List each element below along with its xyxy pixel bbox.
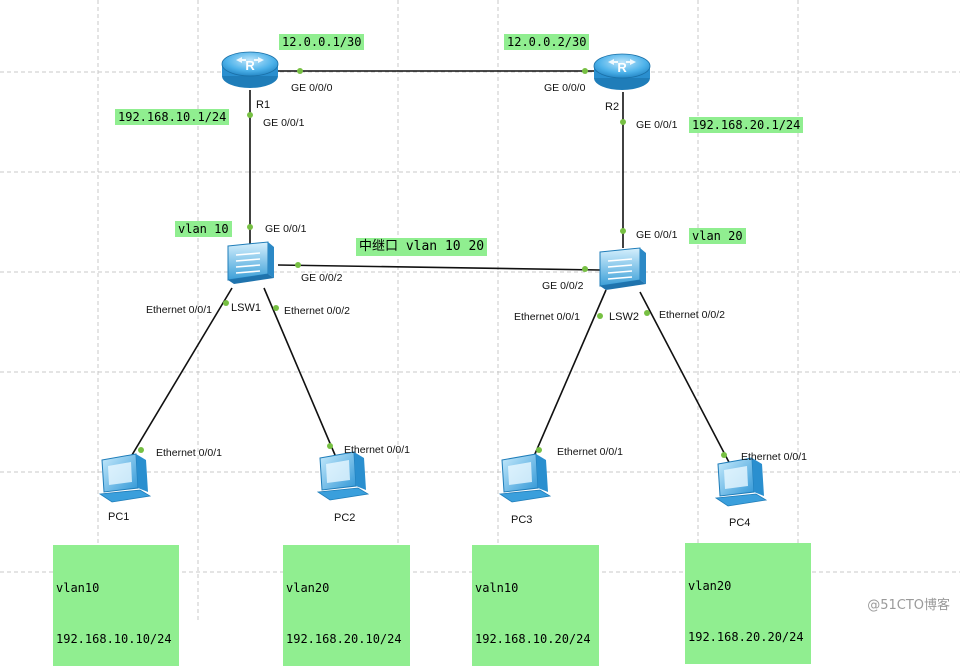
pc-pc4[interactable] [715,457,767,507]
pc4-info-label: vlan20 192.168.20.20/24 [685,543,811,664]
port-label-r1-ge000: GE 0/0/0 [291,82,333,94]
port-label-lsw1-ge001: GE 0/0/1 [265,223,307,235]
device-label-pc4: PC4 [729,517,750,529]
watermark-text: @51CTO博客 [867,598,950,613]
device-label-r2: R2 [605,101,619,113]
port-label-pc1-eth: Ethernet 0/0/1 [156,447,222,459]
port-label-lsw1-ge002: GE 0/0/2 [301,272,343,284]
device-label-pc3: PC3 [511,514,532,526]
pc4-vlan-text: vlan20 [688,579,732,593]
r2-lan-ip-label: 192.168.20.1/24 [689,117,804,133]
network-topology-canvas: R [0,0,960,621]
pc2-info-label: vlan20 192.168.20.10/24 [283,545,410,666]
port-label-r1-ge001: GE 0/0/1 [263,117,305,129]
pc1-vlan-text: vlan10 [56,581,100,595]
pc2-vlan-text: vlan20 [286,581,330,595]
router-r1[interactable] [221,51,279,89]
device-label-r1: R1 [256,99,270,111]
port-label-r2-ge000: GE 0/0/0 [544,82,586,94]
router-r2[interactable] [593,53,651,91]
link-lsw2-pc3 [527,289,607,471]
device-label-pc2: PC2 [334,512,355,524]
pc2-ip-text: 192.168.20.10/24 [286,632,402,646]
device-label-lsw1: LSW1 [231,302,261,314]
trunk-vlan-label: 中继口 vlan 10 20 [356,238,488,256]
port-label-lsw2-eth001: Ethernet 0/0/1 [514,311,580,323]
pc-pc3[interactable] [499,453,551,503]
lsw2-vlan-label: vlan 20 [689,228,746,244]
switch-lsw2[interactable] [599,247,647,291]
port-label-lsw2-ge002: GE 0/0/2 [542,280,584,292]
background-grid [0,0,960,621]
port-label-pc3-eth: Ethernet 0/0/1 [557,446,623,458]
port-label-lsw2-ge001: GE 0/0/1 [636,229,678,241]
r2-wan-ip-label: 12.0.0.2/30 [504,34,590,50]
pc-pc1[interactable] [99,453,151,503]
port-dots [138,68,727,458]
r1-lan-ip-label: 192.168.10.1/24 [115,109,230,125]
link-lsw1-pc1 [125,287,233,466]
pc3-vlan-text: valn10 [475,581,519,595]
port-label-pc4-eth: Ethernet 0/0/1 [741,451,807,463]
pc-pc2[interactable] [317,451,369,501]
link-lsw1-lsw2 [277,264,601,271]
port-label-lsw1-eth002: Ethernet 0/0/2 [284,305,350,317]
port-label-r2-ge001: GE 0/0/1 [636,119,678,131]
pc3-ip-text: 192.168.10.20/24 [475,632,591,646]
port-label-pc2-eth: Ethernet 0/0/1 [344,444,410,456]
pc1-ip-text: 192.168.10.10/24 [56,632,172,646]
pc1-info-label: vlan10 192.168.10.10/24 [53,545,179,666]
pc3-info-label: valn10 192.168.10.20/24 [472,545,599,666]
port-label-lsw1-eth001: Ethernet 0/0/1 [146,304,212,316]
lsw1-vlan-label: vlan 10 [175,221,232,237]
switch-lsw1[interactable] [227,241,275,285]
r1-wan-ip-label: 12.0.0.1/30 [279,34,365,50]
link-lsw1-pc2 [263,287,339,463]
device-label-pc1: PC1 [108,511,129,523]
link-lsw2-pc4 [639,291,733,469]
device-label-lsw2: LSW2 [609,311,639,323]
links [125,70,733,471]
pc4-ip-text: 192.168.20.20/24 [688,630,804,644]
port-label-lsw2-eth002: Ethernet 0/0/2 [659,309,725,321]
